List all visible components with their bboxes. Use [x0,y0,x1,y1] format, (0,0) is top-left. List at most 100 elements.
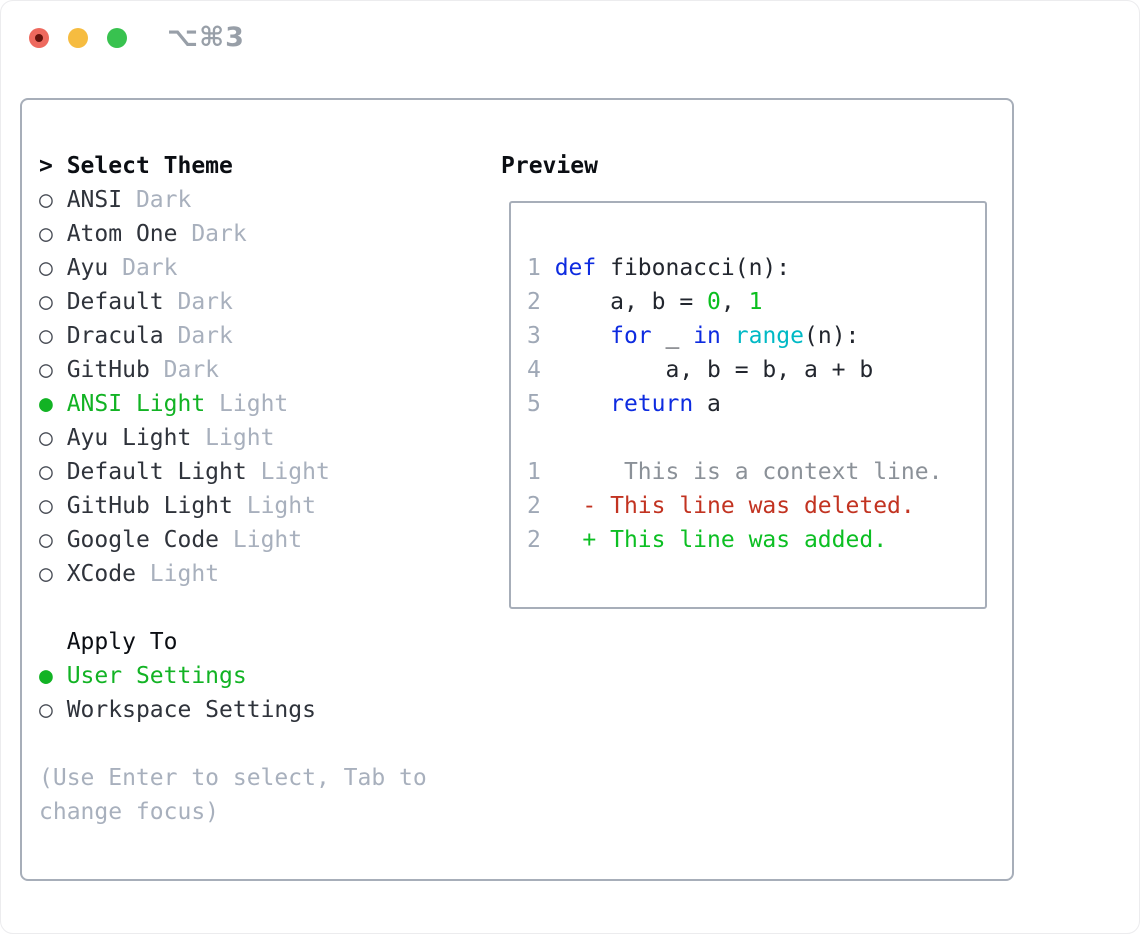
code-token: a [693,391,721,417]
theme-variant-badge: Light [135,561,220,587]
diff-added-token: + This line was added. [540,527,888,553]
line-number: 4 [527,357,555,383]
line-number: 1 [527,255,555,281]
theme-variant-badge: Light [191,425,275,451]
keyword-token: def [554,255,597,281]
theme-variant-badge: Dark [177,221,247,247]
spacer [39,727,427,761]
code-line: 2 a, b = 0, 1 [527,285,942,319]
number-token: 1 [748,289,763,315]
code-line: 5 return a [527,387,942,421]
help-text: (Use Enter to select, Tab to [39,765,427,791]
diff-deleted-token: - This line was deleted. [540,493,915,519]
code-line: 2 + This line was added. [527,523,942,557]
radio-icon: ○ [39,561,67,587]
theme-name: Default Light [66,459,247,485]
theme-variant-badge: Dark [163,289,233,315]
code-token: a, b = b, a + b [554,357,874,383]
theme-picker-panel: > Select Theme ○ ANSI Dark○ Atom One Dar… [20,98,1014,881]
code-line: 1 def fibonacci(n): [527,251,942,285]
close-button-dot-icon [35,34,43,42]
theme-option-xcode[interactable]: ○ XCode Light [39,557,427,591]
select-theme-header: > Select Theme [39,149,427,183]
radio-icon: ○ [39,459,67,485]
diff-context-token: This is a context line. [540,459,943,485]
line-number: 2 [527,493,541,519]
radio-icon: ○ [39,493,67,519]
radio-icon: ○ [39,527,67,553]
help-text-line-1: (Use Enter to select, Tab to [39,761,427,795]
theme-name: Ayu Light [66,425,192,451]
theme-option-dracula[interactable]: ○ Dracula Dark [39,319,427,353]
line-number: 2 [527,289,555,315]
theme-variant-badge: Dark [149,357,220,383]
radio-icon: ○ [39,255,67,281]
code-token [555,323,610,349]
apply-to-header: Apply To [39,625,427,659]
theme-option-ansi[interactable]: ○ ANSI Dark [39,183,427,217]
radio-icon: ○ [39,289,67,315]
preview-title: Preview [501,153,598,179]
theme-name: XCode [66,561,136,587]
theme-list: ○ ANSI Dark○ Atom One Dark○ Ayu Dark○ De… [39,183,427,591]
radio-selected-icon: ● [39,391,67,417]
number-token: 0 [707,289,721,315]
theme-option-google-code[interactable]: ○ Google Code Light [39,523,427,557]
theme-option-default-light[interactable]: ○ Default Light Light [39,455,427,489]
code-line: 3 for _ in range(n): [527,319,942,353]
theme-option-atom-one[interactable]: ○ Atom One Dark [39,217,427,251]
theme-option-default[interactable]: ○ Default Dark [39,285,427,319]
theme-variant-badge: Light [232,493,316,519]
code-line: 4 a, b = b, a + b [527,353,942,387]
theme-variant-badge: Dark [163,323,233,349]
apply-option-workspace-settings[interactable]: ○ Workspace Settings [39,693,427,727]
code-line [527,421,942,455]
code-token: fibonacci(n): [596,255,791,281]
apply-option-label: User Settings [66,663,247,689]
line-number: 5 [527,391,555,417]
radio-icon: ○ [39,187,67,213]
apply-option-user-settings[interactable]: ● User Settings [39,659,427,693]
theme-option-github[interactable]: ○ GitHub Dark [39,353,427,387]
select-theme-title: Select Theme [66,153,233,179]
theme-variant-badge: Dark [122,187,192,213]
radio-icon: ○ [39,221,67,247]
apply-to-list: ● User Settings○ Workspace Settings [39,659,427,727]
left-column: > Select Theme ○ ANSI Dark○ Atom One Dar… [39,149,427,829]
traffic-light-zoom-button[interactable] [107,28,127,48]
theme-option-ayu[interactable]: ○ Ayu Dark [39,251,427,285]
radio-icon: ○ [39,425,67,451]
code-line: 2 - This line was deleted. [527,489,942,523]
theme-name: GitHub [66,357,150,383]
theme-variant-badge: Dark [108,255,178,281]
line-number: 2 [527,527,541,553]
code-line: 1 This is a context line. [527,455,942,489]
code-token: a, b = [554,289,708,315]
help-text-line-2: change focus) [39,795,427,829]
theme-name: Default [66,289,164,315]
prompt-icon: > [39,153,67,179]
theme-variant-badge: Light [219,527,303,553]
theme-option-github-light[interactable]: ○ GitHub Light Light [39,489,427,523]
traffic-light-minimize-button[interactable] [68,28,88,48]
theme-option-ayu-light[interactable]: ○ Ayu Light Light [39,421,427,455]
keyword-token: return [610,391,694,417]
theme-option-ansi-light[interactable]: ● ANSI Light Light [39,387,427,421]
apply-option-label: Workspace Settings [66,697,316,723]
theme-name: GitHub Light [66,493,233,519]
keyword-token: for [610,323,652,349]
radio-icon: ○ [39,357,67,383]
theme-name: Google Code [66,527,220,553]
line-number: 1 [527,459,541,485]
apply-to-title: Apply To [66,629,178,655]
radio-icon: ○ [39,323,67,349]
line-number: 3 [527,323,555,349]
code-token: _ [651,323,694,349]
builtin-token: range [734,323,804,349]
theme-name: Dracula [66,323,164,349]
theme-name: ANSI Light [66,391,206,417]
theme-name: Ayu [66,255,109,281]
traffic-light-close-button[interactable] [29,28,49,48]
code-token [555,391,610,417]
